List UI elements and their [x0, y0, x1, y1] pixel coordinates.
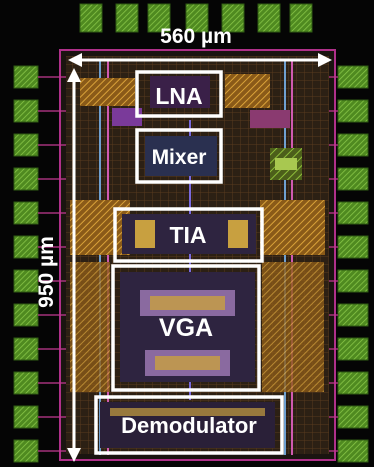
demodulator-circuit: [100, 402, 275, 448]
lna-circuit: [80, 74, 290, 128]
height-dimension-arrow: [67, 68, 81, 462]
mixer-label: Mixer: [152, 146, 207, 169]
width-dimension-arrow: [68, 53, 332, 67]
pad-routing: [38, 76, 338, 452]
lna-box: [135, 70, 223, 118]
vga-label: VGA: [159, 314, 213, 342]
top-pads: [79, 3, 313, 33]
height-label: 950 µm: [35, 236, 58, 308]
lna-label: LNA: [155, 83, 202, 109]
block-outlines: [94, 70, 284, 455]
tia-label: TIA: [169, 222, 206, 248]
demodulator-box: [94, 395, 284, 455]
demodulator-label: Demodulator: [121, 413, 257, 438]
right-pads: [337, 65, 369, 463]
tia-box: [113, 207, 264, 263]
vga-circuit: [70, 262, 324, 392]
vga-box: [111, 264, 261, 392]
mixer-box: [135, 128, 223, 184]
mixer-circuit: [145, 136, 302, 180]
width-label: 560 µm: [160, 25, 232, 48]
left-pads: [13, 65, 39, 463]
